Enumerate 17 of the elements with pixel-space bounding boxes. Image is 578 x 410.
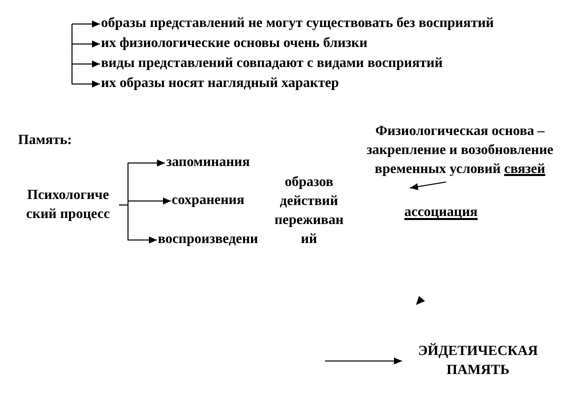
statement-text: их образы носят наглядный характер: [101, 74, 339, 93]
statement-text: их физиологические основы очень близки: [101, 34, 368, 53]
arrow: [324, 358, 402, 364]
object-list: образов действий переживан ий: [274, 173, 344, 249]
stage-label: запоминания: [166, 153, 250, 172]
association-term: ассоциация: [404, 204, 478, 222]
statement-text: образы представлений не могут существовать без восприятий: [101, 14, 494, 33]
statement-text: виды представлений совпадают с видами восприятий: [101, 54, 443, 73]
stage-label: воспроизведени: [158, 230, 258, 249]
bracket-arrow: [72, 24, 100, 88]
basis-note: Физиологическая основа – закрепление и возобновление временных условий связей: [366, 123, 554, 179]
bracket-arrow: [72, 20, 100, 28]
process-label: Психологиче ский процесс: [18, 186, 118, 224]
bracket-arrow: [118, 204, 158, 244]
memory-type-label: ЭЙДЕТИЧЕСКАЯ ПАМЯТЬ: [403, 342, 553, 380]
stage-label: сохранения: [172, 191, 244, 210]
section-heading: Память:: [18, 132, 72, 150]
